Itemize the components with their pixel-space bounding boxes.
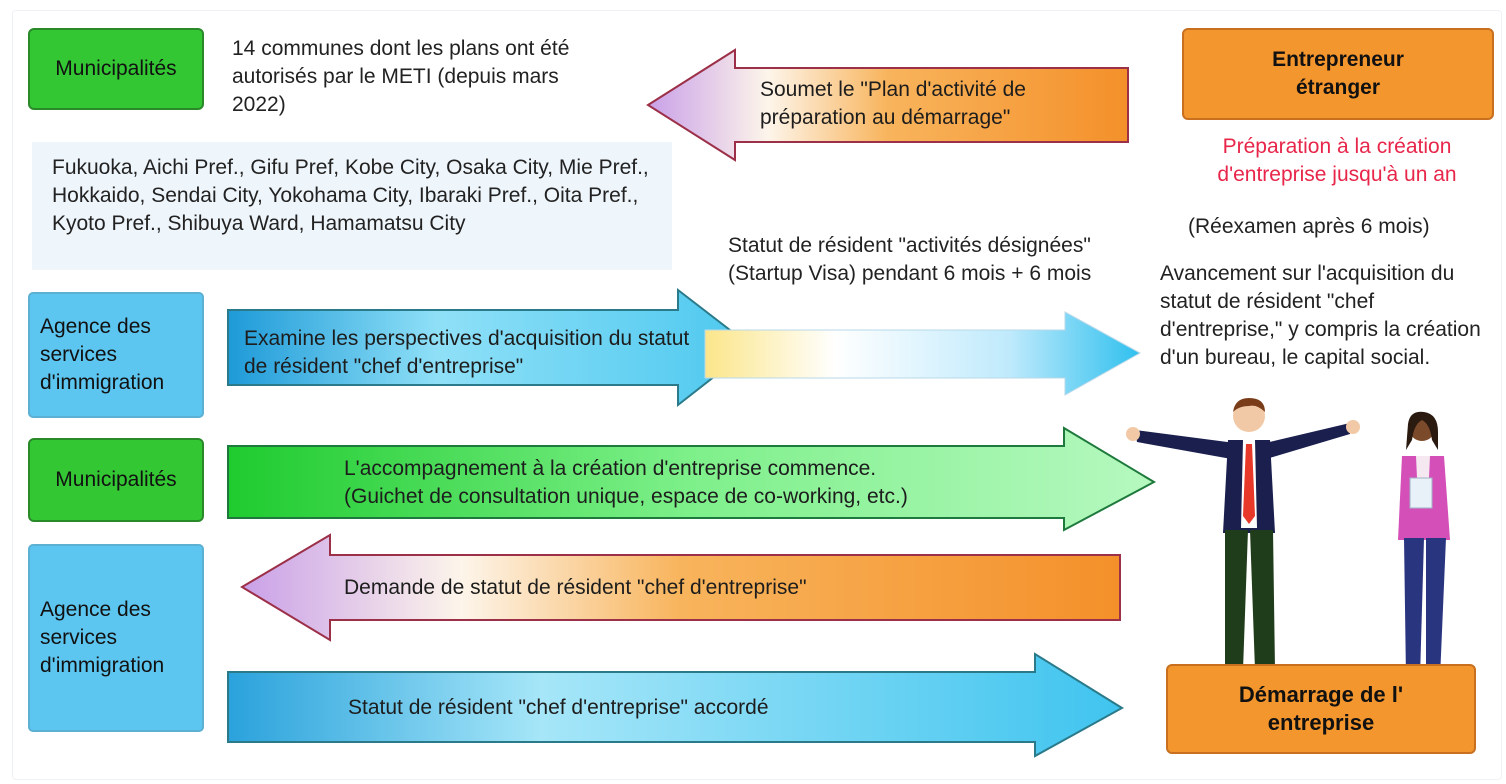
municipalities-label-2: Municipalités: [55, 468, 177, 491]
right-hand: [1346, 420, 1360, 434]
arrow-submit-plan: [646, 48, 1129, 162]
startup-label: Démarrage de l' entreprise: [1238, 682, 1404, 735]
immigration-box-1: Agence des services d'immigration: [28, 292, 204, 418]
municipalities-label-top: Municipalités: [55, 57, 177, 80]
apply-text: Demande de statut de résident "chef d'en…: [344, 576, 807, 599]
arrow-support: [227, 426, 1157, 532]
immigration-label-1: Agence des services d'immigration: [40, 315, 165, 394]
support-text-line1: L'accompagnement à la création d'entrepr…: [344, 457, 877, 480]
arrow-apply: [240, 533, 1121, 642]
communes-list: Fukuoka, Aichi Pref., Gifu Pref, Kobe Ci…: [32, 142, 672, 270]
submit-plan-text: Soumet le "Plan d'activité de préparatio…: [760, 78, 1026, 129]
left-hand: [1126, 427, 1140, 441]
immigration-label-2: Agence des services d'immigration: [40, 598, 165, 677]
communes-info: 14 communes dont les plans ont été autor…: [232, 37, 570, 116]
arrow-visa-period: [704, 311, 1142, 396]
immigration-box-2: Agence des services d'immigration: [28, 544, 204, 732]
review-note: (Réexamen après 6 mois): [1188, 215, 1430, 238]
visa-note: Statut de résident "activités désignées"…: [728, 234, 1092, 285]
businesswoman-figure: [1398, 411, 1450, 687]
examine-text: Examine les perspectives d'acquisition d…: [244, 327, 690, 378]
municipalities-box-top: Municipalités: [28, 28, 204, 110]
startup-box: Démarrage de l' entreprise: [1166, 664, 1476, 754]
entrepreneur-label: Entrepreneur étranger: [1272, 48, 1404, 99]
municipalities-box-2: Municipalités: [28, 438, 204, 522]
businessman-figure: [1126, 398, 1360, 680]
diagram-frame: [12, 10, 1502, 780]
entrepreneur-box: Entrepreneur étranger: [1182, 28, 1494, 120]
arrow-granted: [227, 652, 1124, 758]
progress-note: Avancement sur l'acquisition du statut d…: [1160, 262, 1481, 369]
granted-text: Statut de résident "chef d'entreprise" a…: [348, 696, 769, 719]
support-text-line2: (Guichet de consultation unique, espace …: [344, 485, 908, 508]
preparation-note: Préparation à la création d'entreprise j…: [1217, 135, 1457, 186]
clipboard-icon: [1409, 477, 1433, 509]
